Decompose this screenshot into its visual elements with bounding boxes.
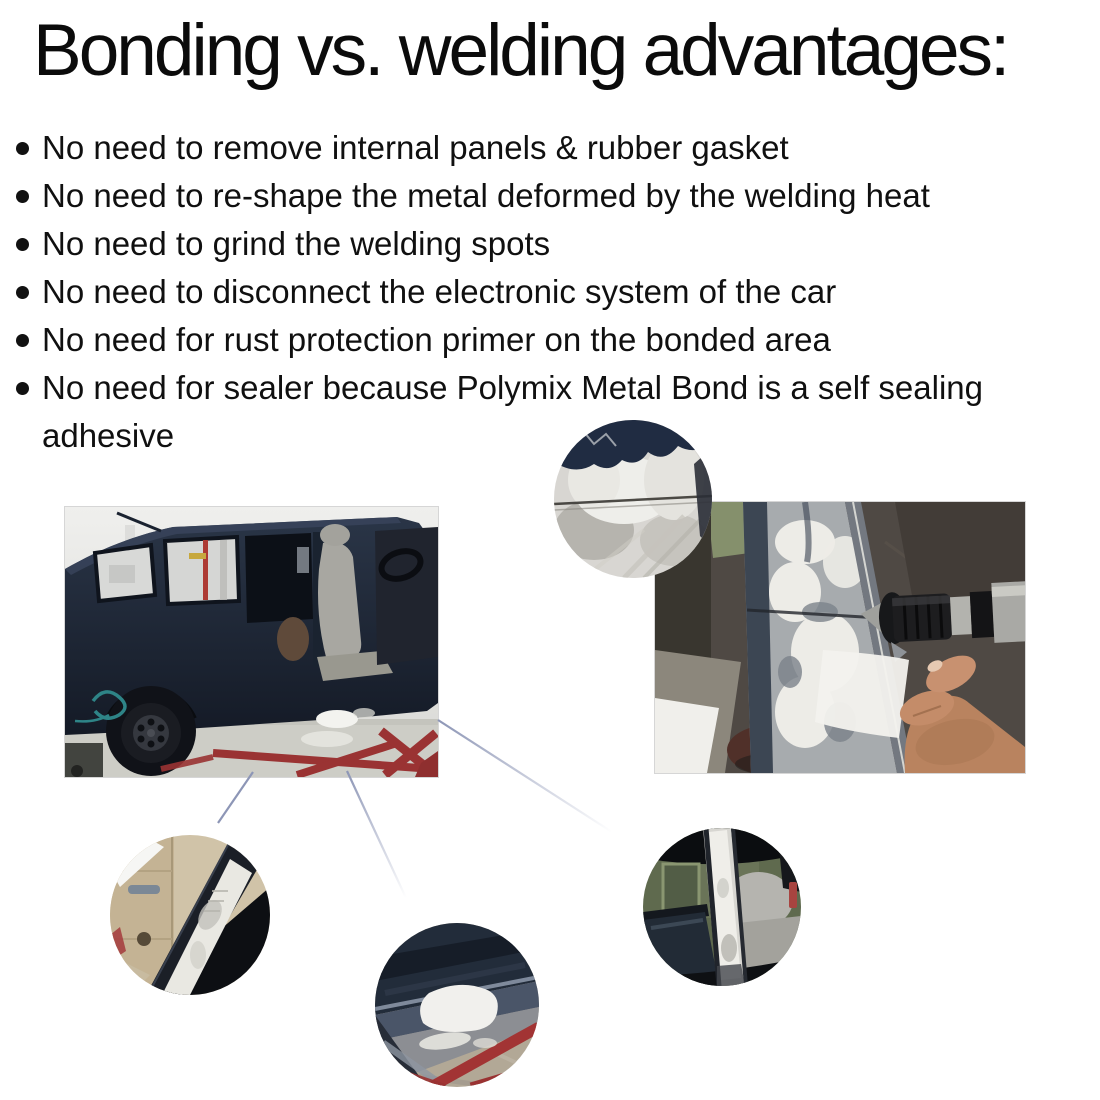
grinding-pillar-with-drill-photo — [655, 502, 1025, 773]
list-item-text: No need for sealer because Polymix Metal… — [42, 369, 983, 454]
van-side-doors-removed-photo — [65, 507, 438, 777]
bullet-dot-icon — [16, 238, 29, 251]
list-item-text: No need to disconnect the electronic sys… — [42, 273, 837, 310]
list-item-text: No need to remove internal panels & rubb… — [42, 129, 789, 166]
list-item: No need to re-shape the metal deformed b… — [14, 172, 1092, 220]
sill-filler-closeup-circle — [110, 835, 270, 995]
list-item-text: No need to grind the welding spots — [42, 225, 551, 262]
bullet-dot-icon — [16, 142, 29, 155]
list-item: No need to disconnect the electronic sys… — [14, 268, 1092, 316]
list-item: No need for sealer because Polymix Metal… — [14, 364, 1092, 460]
bullet-dot-icon — [16, 382, 29, 395]
sill-patch-closeup-circle — [375, 923, 539, 1087]
bullet-dot-icon — [16, 190, 29, 203]
list-item-text: No need for rust protection primer on th… — [42, 321, 831, 358]
list-item-text: No need to re-shape the metal deformed b… — [42, 177, 930, 214]
list-item: No need to remove internal panels & rubb… — [14, 124, 1092, 172]
pillar-filler-closeup-circle — [643, 828, 801, 986]
bullet-dot-icon — [16, 334, 29, 347]
bullet-dot-icon — [16, 286, 29, 299]
list-item: No need for rust protection primer on th… — [14, 316, 1092, 364]
page-title: Bonding vs. welding advantages: — [33, 10, 1010, 91]
list-item: No need to grind the welding spots — [14, 220, 1092, 268]
filler-closeup-circle — [554, 420, 712, 578]
advantages-list: No need to remove internal panels & rubb… — [14, 124, 1092, 460]
